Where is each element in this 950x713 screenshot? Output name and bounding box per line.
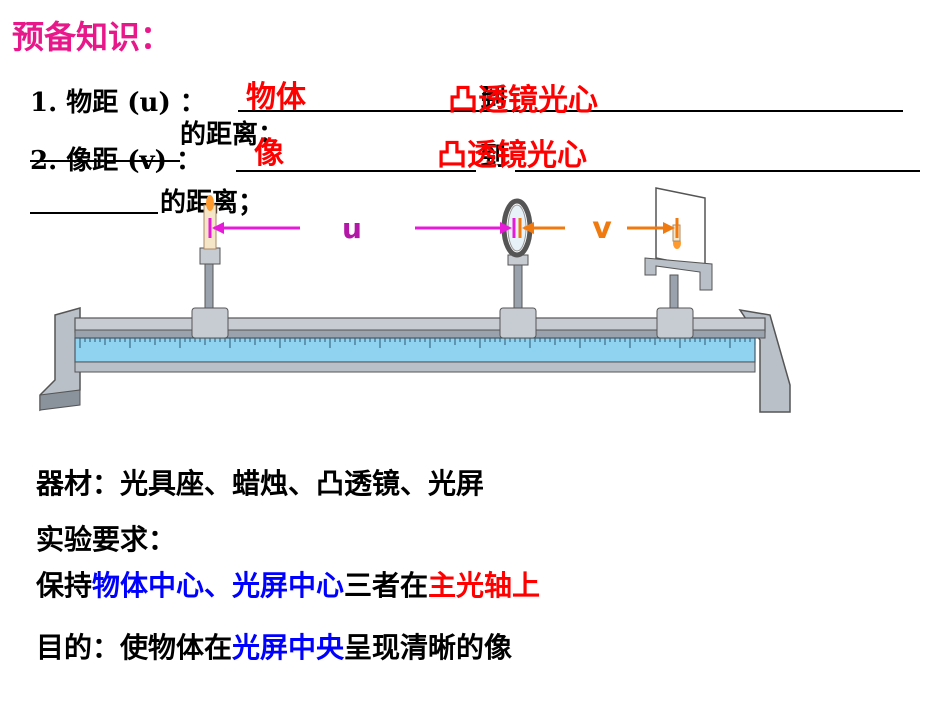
requirement-part-3: 三者在 [344,569,429,602]
requirement-main-axis: 主光轴上 [428,569,541,602]
q2-blank-line-1 [236,170,476,172]
purpose-screen-center: 光屏中央 [232,631,345,664]
screen-stand [644,257,713,291]
requirement-centers: 物体中心、光屏中心 [92,569,345,602]
candle-slider [191,307,229,339]
u-distance-arrow [208,218,516,238]
q1-blank-line [238,110,903,112]
bench-scale-ticks [79,338,756,348]
bench-right-foot [738,308,791,413]
purpose-part-1: 目的：使物体在 [36,631,233,664]
u-label: u [342,212,362,245]
optical-bench-diagram: u v [39,187,791,413]
q1-tail-blank [30,160,180,162]
purpose-part-3: 呈现清晰的像 [344,631,513,664]
candle-post [204,261,214,313]
q1-connector: 到 [480,84,507,114]
requirement-heading: 实验要求： [36,523,177,556]
purpose-line: 目的：使物体在光屏中央呈现清晰的像 [36,626,512,666]
screen-slider [656,307,694,339]
q2-label: 2. 像距 (v) ： [30,146,203,176]
v-distance-arrow [518,218,679,238]
bench-left-foot-base [39,389,81,411]
bench-rail-bottom [74,361,756,373]
q2-connector: 到 [480,142,507,172]
q1-answer-lens-center: 凸透镜光心 [448,83,598,118]
lens-slider [499,307,537,339]
q2-answer-image: 像 [254,136,284,171]
v-label: v [592,211,612,246]
q1-label: 1. 物距 (u) ： [30,88,206,118]
page-title: 预备知识： [12,18,173,56]
requirement-part-1: 保持 [36,569,93,602]
candle-clamp [199,247,221,265]
screen-post [669,274,679,314]
q2-answer-lens-center: 凸透镜光心 [437,138,587,173]
candle-flame [206,195,214,211]
q1-answer-object: 物体 [246,80,306,115]
q2-tail-blank [30,212,158,214]
q2-blank-line-2 [515,170,920,172]
lens-post [513,261,523,313]
equipment-text: 器材：光具座、蜡烛、凸透镜、光屏 [36,467,485,500]
requirement-line: 保持物体中心、光屏中心三者在主光轴上 [36,564,540,604]
q1-tail: 的距离； [180,120,285,150]
